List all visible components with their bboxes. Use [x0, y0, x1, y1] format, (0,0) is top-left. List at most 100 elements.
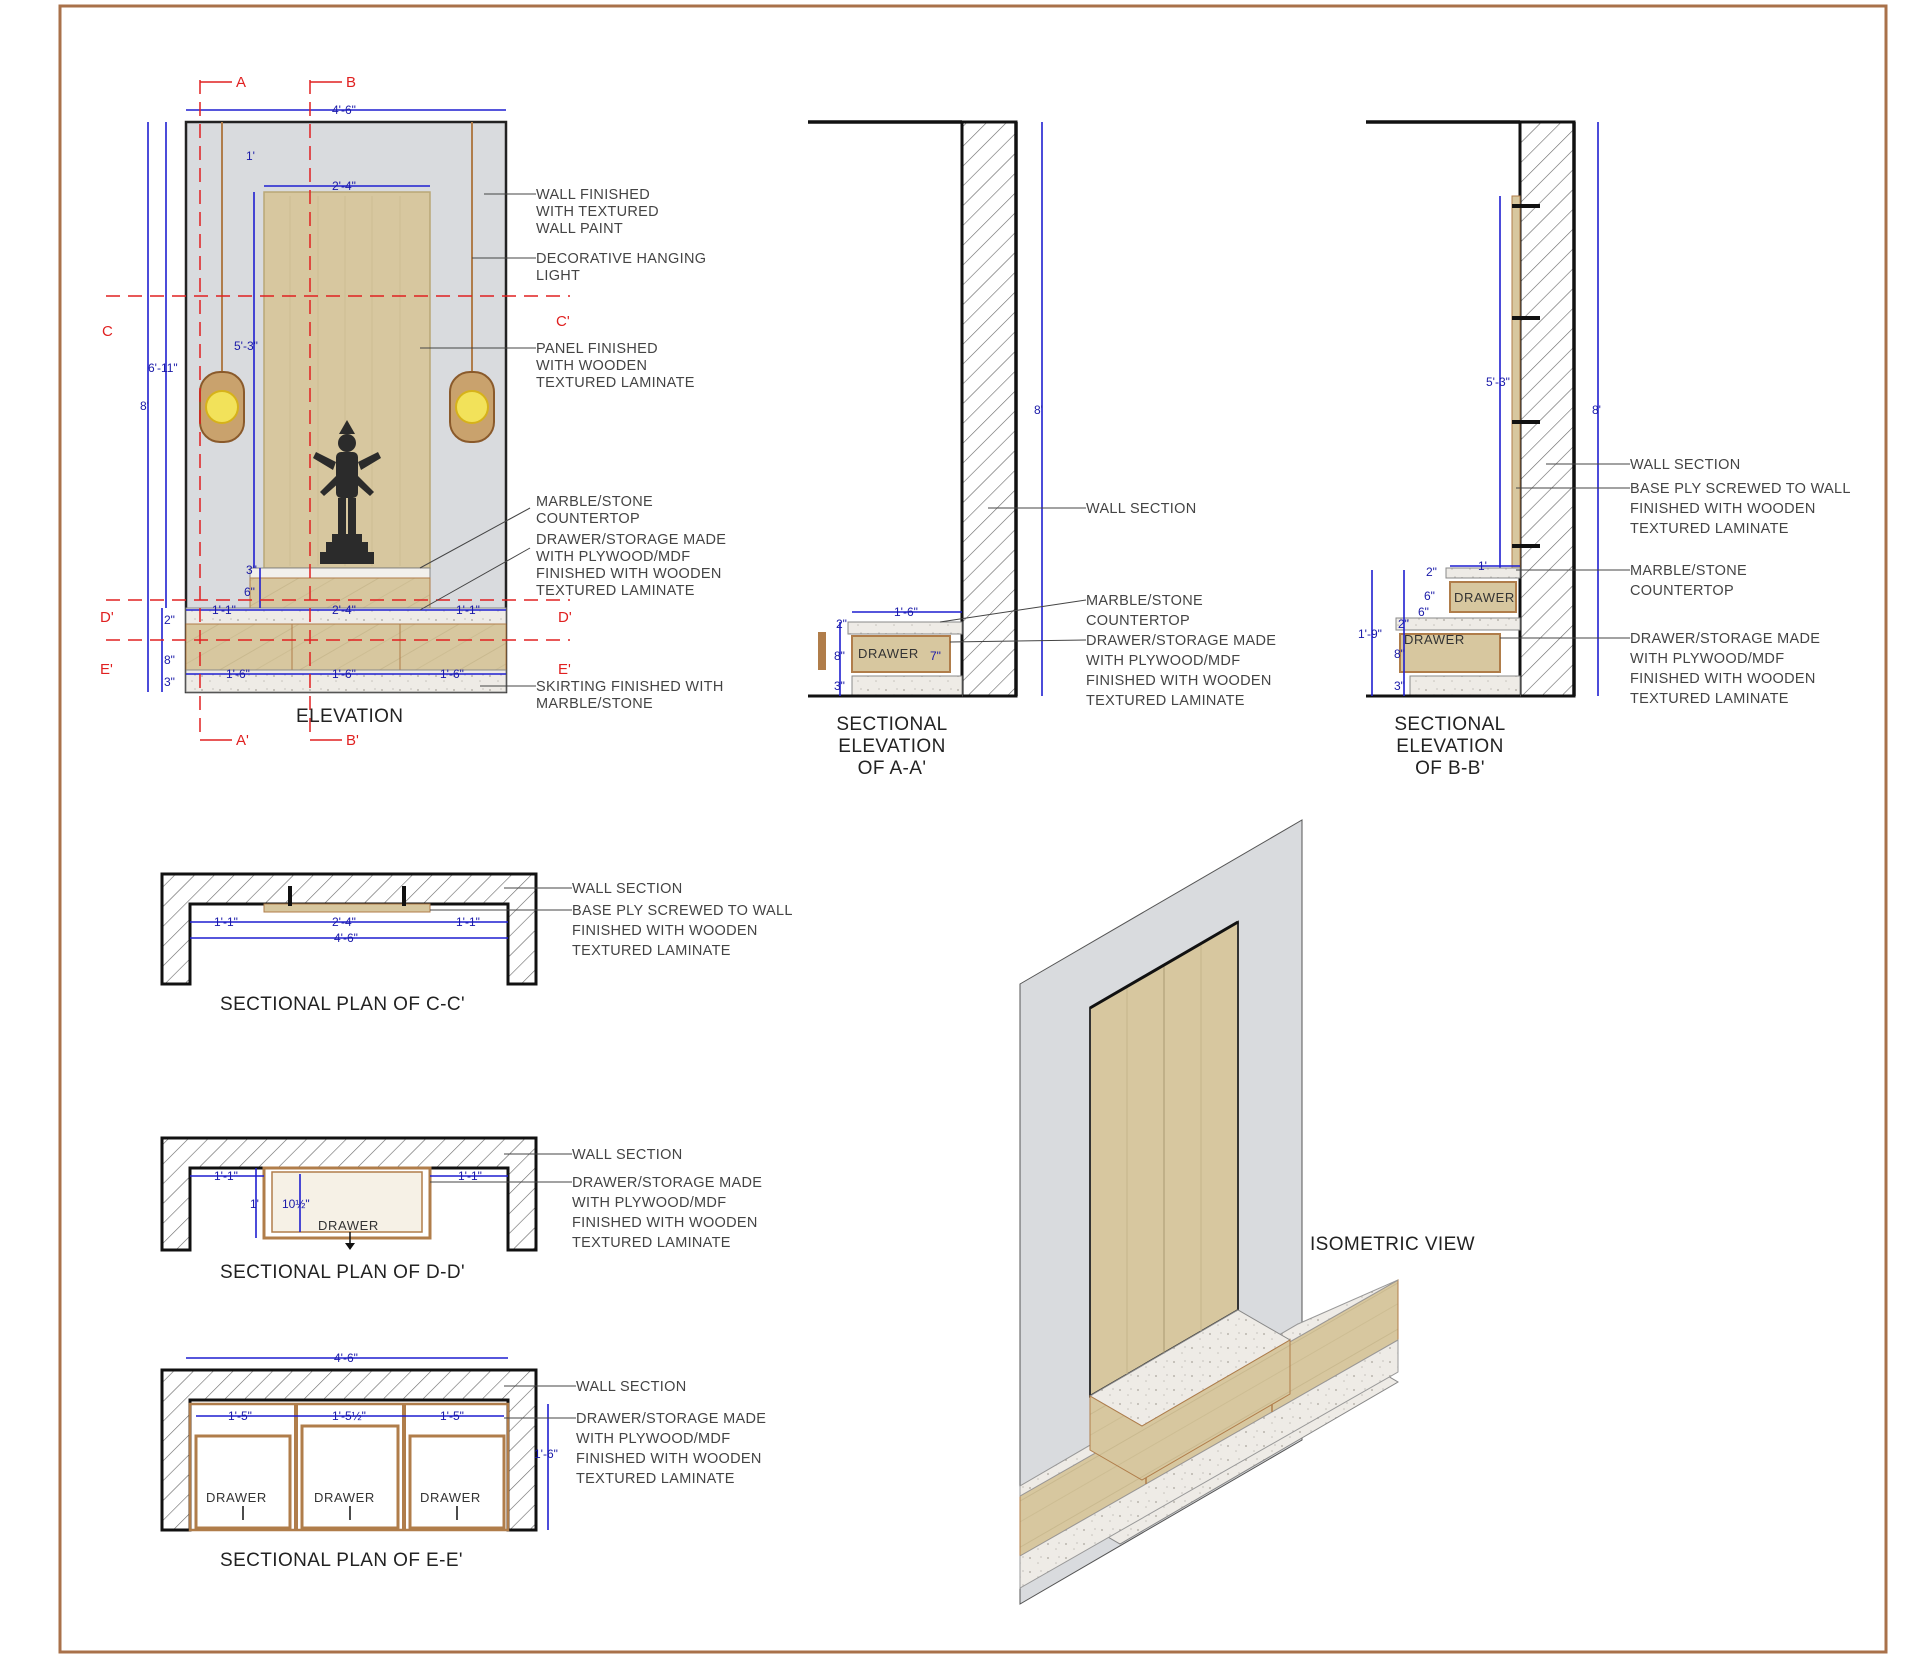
cut-tag-c: C — [102, 323, 113, 340]
plan-dd-title: SECTIONAL PLAN OF D-D' — [220, 1262, 465, 1283]
cc-dim-mid: 2'-4" — [332, 915, 356, 929]
bb-dim-drawer-h: 8" — [1394, 647, 1405, 661]
section-bb-ledge-top — [1445, 567, 1521, 579]
dd-drawer-label: DRAWER — [318, 1218, 379, 1233]
bb-drawer-label-top: DRAWER — [1454, 590, 1515, 605]
cut-tag-a-prime: A' — [236, 732, 249, 749]
plan-dd-view: 1'-1" 1'-1" 1' 10½" DRAWER WALL SECTION … — [160, 1136, 762, 1283]
ee-dim-depth: 1'-6" — [534, 1447, 558, 1461]
hanging-light-right — [449, 122, 495, 443]
bb-dim-gap: 2" — [1398, 617, 1409, 631]
elevation-drawers — [185, 623, 507, 671]
elevation-view: 4'-6" 2'-4" 1' 5'-3" 6'-11" 8' 3" 6" 1'-… — [100, 74, 726, 749]
cut-tag-d: D' — [100, 609, 114, 626]
plan-dd-drawer-inner — [271, 1171, 423, 1233]
section-bb-wall — [1518, 120, 1576, 698]
dim-counter-right: 1'-1" — [456, 603, 480, 617]
dd-dim-left: 1'-1" — [214, 1169, 238, 1183]
bb-dim-d1: 6" — [1424, 589, 1435, 603]
cc-note-wall: WALL SECTION — [572, 881, 683, 897]
ee-dim-left: 1'-5" — [228, 1409, 252, 1423]
dim-drawer-left: 1'-6" — [226, 667, 250, 681]
elevation-panel — [263, 191, 431, 569]
dim-skirting-h: 3" — [164, 675, 175, 689]
elevation-leaders — [419, 193, 536, 687]
cut-tag-c-prime: C' — [556, 313, 570, 330]
dd-dim-right: 1'-1" — [458, 1169, 482, 1183]
dim-drawer-h: 8" — [164, 653, 175, 667]
aa-dim-drawer-h: 8" — [834, 649, 845, 663]
aa-drawer-label: DRAWER — [858, 646, 919, 661]
elevation-ledge-front — [249, 577, 431, 609]
plan-ee-title: SECTIONAL PLAN OF E-E' — [220, 1550, 463, 1571]
sheet-frame — [58, 4, 1888, 1654]
cut-tag-a: A — [236, 74, 246, 91]
elevation-ledge — [249, 567, 431, 579]
plan-ee-view: 4'-6" 1'-5" 1'-5½" 1'-5" 1'-6" DRAWER DR… — [160, 1351, 766, 1571]
ee-dim-mid: 1'-5½" — [332, 1409, 366, 1423]
aa-dim-bottom: 3" — [834, 679, 845, 693]
dim-counter-thk: 2" — [164, 613, 175, 627]
section-bb-countertop — [1395, 617, 1521, 631]
dim-height-to-counter: 6'-11" — [148, 361, 178, 375]
elevation-skirting — [185, 669, 507, 693]
plan-ee-wall — [160, 1368, 538, 1532]
section-bb-base-ply — [1511, 195, 1521, 569]
hanging-light-left — [199, 122, 245, 443]
bb-dim-ledge: 1' — [1478, 559, 1487, 573]
section-aa-wall — [960, 120, 1018, 698]
section-aa-drawer-front — [818, 632, 826, 670]
plan-cc-wall — [160, 872, 538, 986]
bb-dim-d2: 6" — [1418, 605, 1429, 619]
section-bb-drawer — [1399, 633, 1501, 673]
cut-tag-d-prime: D' — [558, 609, 572, 626]
elevation-title: ELEVATION — [296, 706, 403, 727]
dim-counter-left: 1'-1" — [212, 603, 236, 617]
aa-note-wall: WALL SECTION — [1086, 501, 1197, 517]
plan-cc-title: SECTIONAL PLAN OF C-C' — [220, 994, 465, 1015]
dim-overall-height: 8' — [140, 399, 149, 413]
cut-tag-e-prime: E' — [558, 661, 571, 678]
idol-statue — [313, 420, 381, 564]
section-aa-drawer — [851, 635, 951, 673]
aa-dim-depth: 1'-6" — [894, 605, 918, 619]
aa-dim-drawer-depth: 7" — [930, 649, 941, 663]
bb-dim-base: 1'-9" — [1358, 627, 1382, 641]
isometric-title: ISOMETRIC VIEW — [1310, 1234, 1475, 1255]
ee-dim-right: 1'-5" — [440, 1409, 464, 1423]
cut-tag-e: E' — [100, 661, 113, 678]
elevation-dimensions — [147, 109, 506, 692]
dim-counter-mid: 2'-4" — [332, 603, 356, 617]
ee-note-wall: WALL SECTION — [576, 1379, 687, 1395]
cc-dim-left: 1'-1" — [214, 915, 238, 929]
dim-top-gap: 1' — [246, 149, 255, 163]
ee-drawer-label-1: DRAWER — [206, 1490, 267, 1505]
section-aa-countertop — [847, 621, 963, 635]
dim-panel-width: 2'-4" — [332, 179, 356, 193]
bb-dim-bottom: 3" — [1394, 679, 1405, 693]
plan-cc-view: 1'-1" 2'-4" 1'-1" 4'-6" WALL SECTION BAS… — [160, 872, 793, 1015]
cc-dim-overall: 4'-6" — [334, 931, 358, 945]
bb-dim-panel: 5'-3" — [1486, 375, 1510, 389]
dd-note-wall: WALL SECTION — [572, 1147, 683, 1163]
bb-note-wall: WALL SECTION — [1630, 457, 1741, 473]
iso-ledge-face — [1089, 1339, 1291, 1481]
dim-panel-height: 5'-3" — [234, 339, 258, 353]
dim-overall-width: 4'-6" — [332, 103, 356, 117]
ee-drawer-label-2: DRAWER — [314, 1490, 375, 1505]
isometric-view: ISOMETRIC VIEW — [1019, 819, 1475, 1605]
dd-dim-inner: 10½" — [282, 1197, 310, 1211]
plan-ee-cabinet-outline — [188, 1402, 510, 1532]
